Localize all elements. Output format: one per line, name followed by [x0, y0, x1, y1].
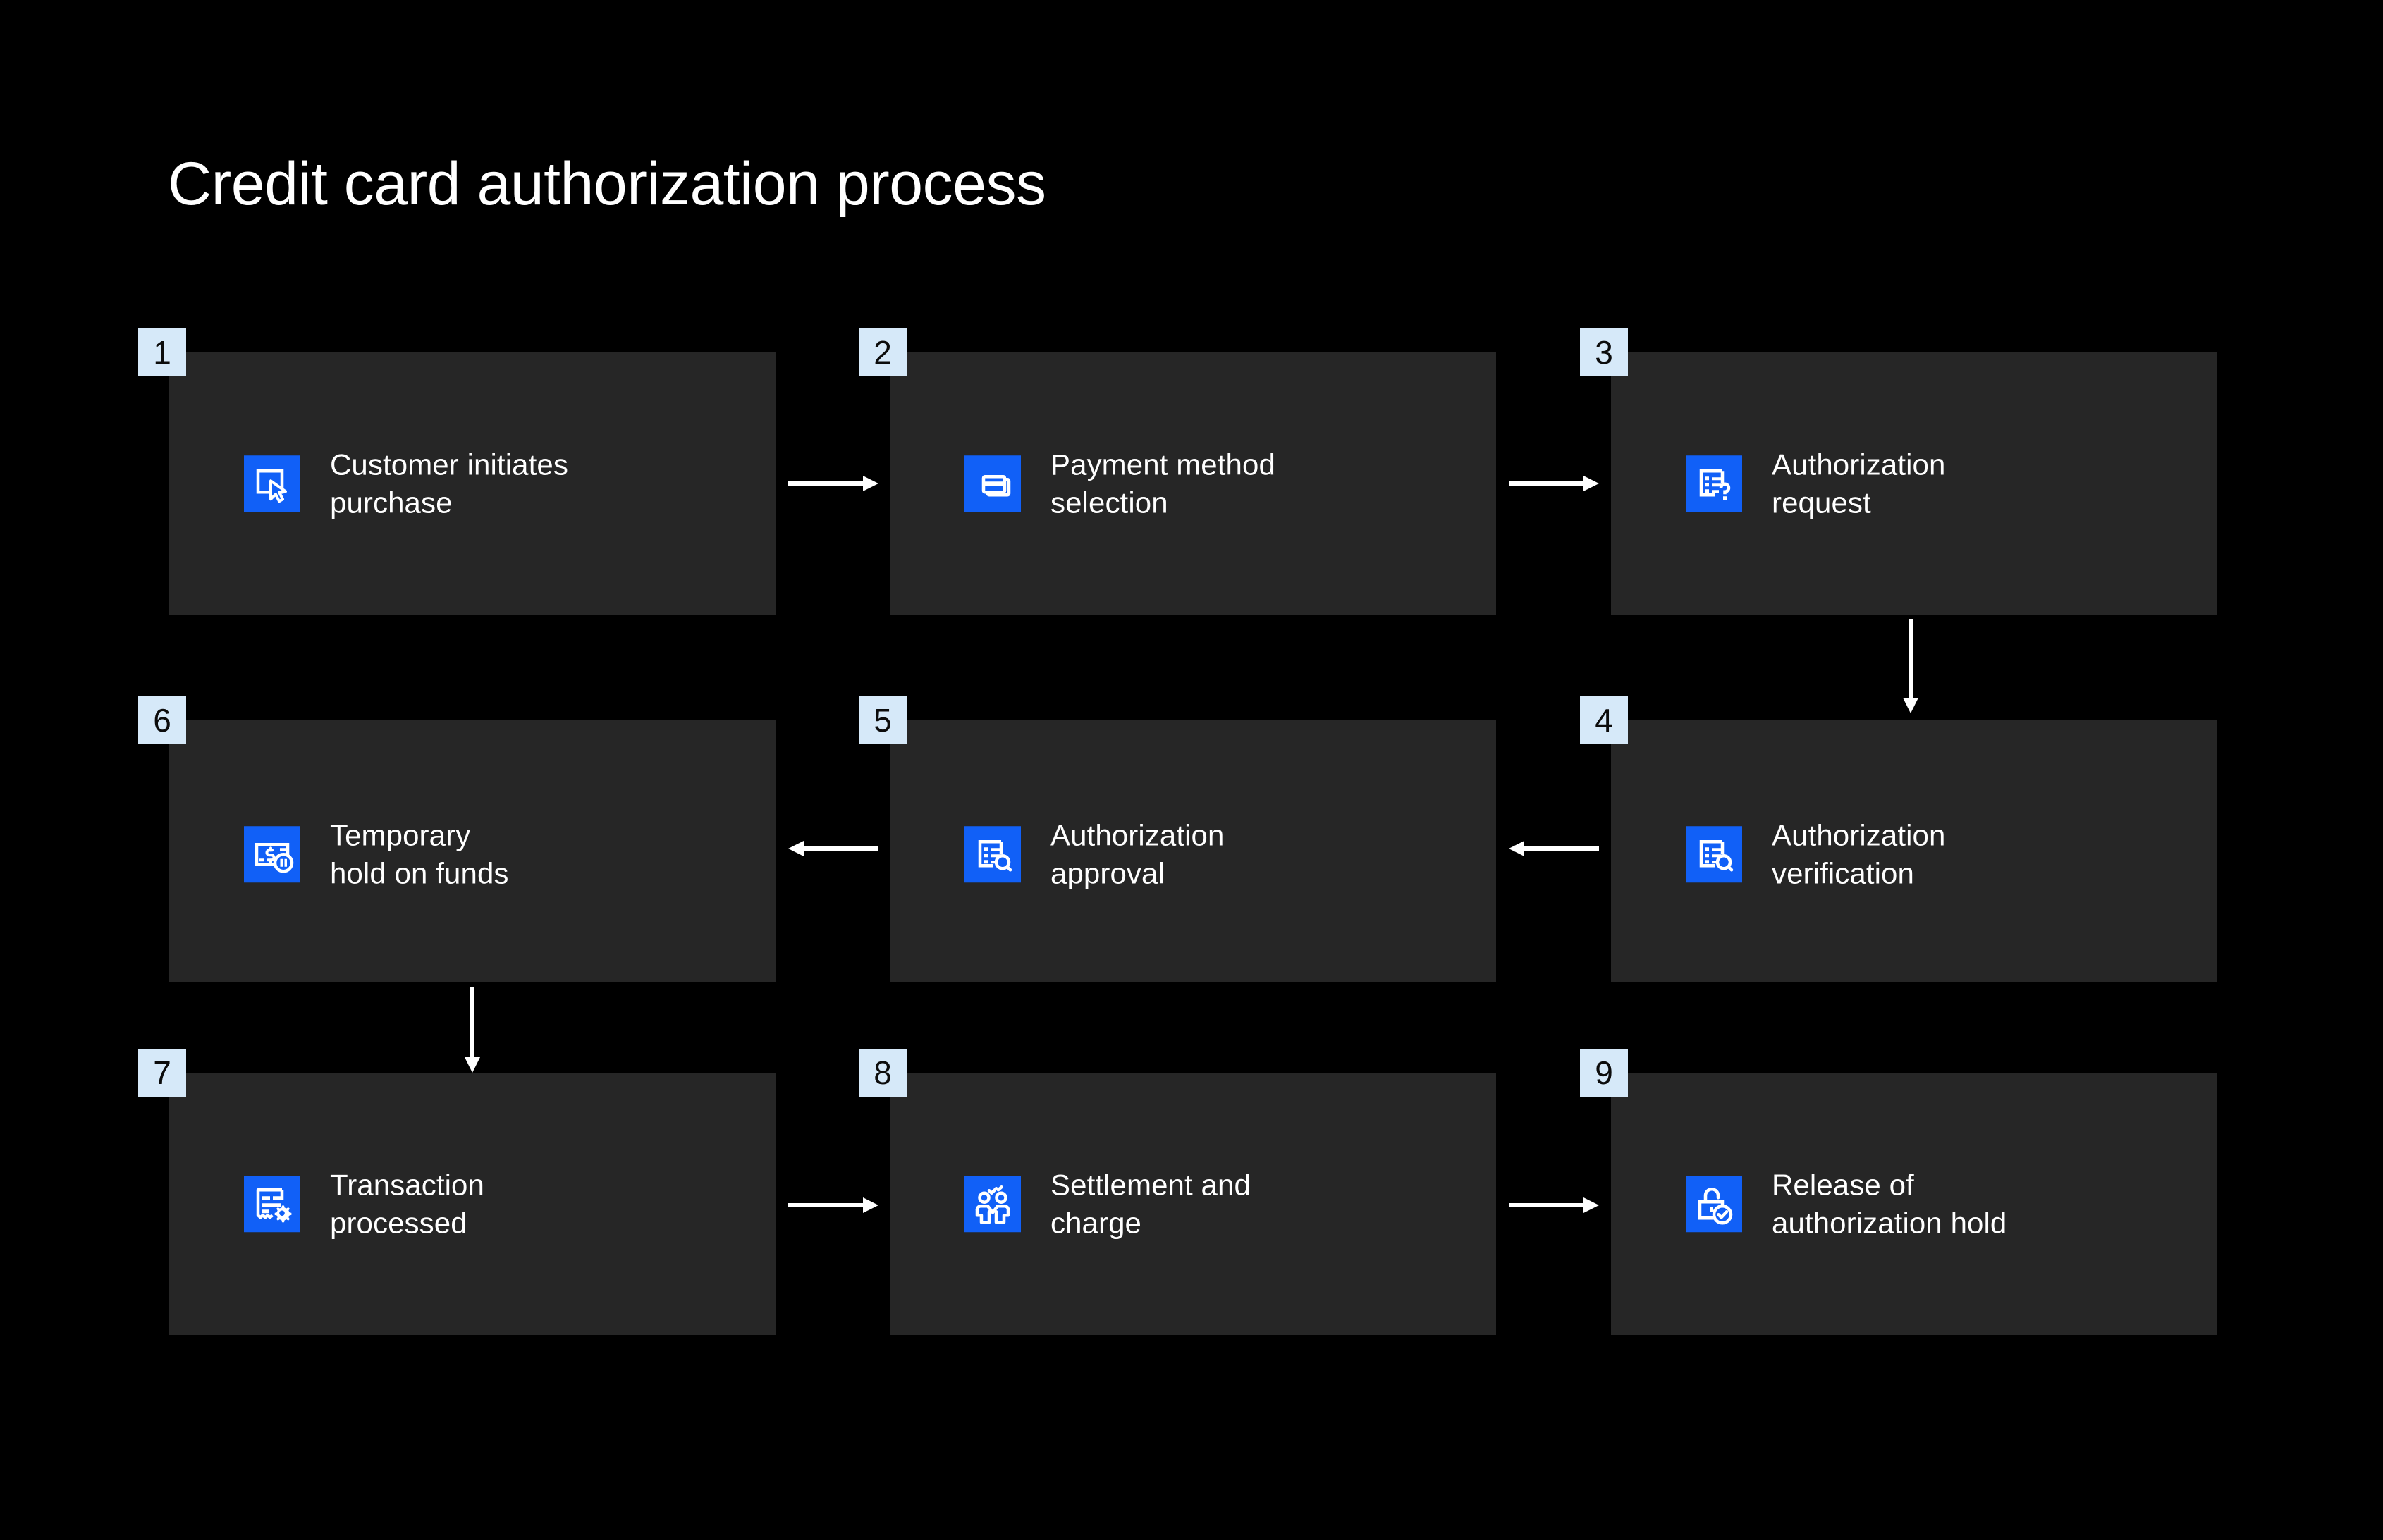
connector-arrow-5-to-6	[788, 836, 878, 861]
step-badge-9: 9	[1580, 1049, 1628, 1097]
step-card-9[interactable]: Release of authorization hold	[1611, 1073, 2217, 1335]
stacked-credit-cards-icon	[964, 455, 1021, 512]
step-badge-6: 6	[138, 696, 186, 744]
step-card-8[interactable]: Settlement and charge	[890, 1073, 1496, 1335]
receipt-gear-icon	[244, 1176, 300, 1232]
cursor-click-icon	[244, 455, 300, 512]
step-card-4-label: Authorization verification	[1772, 818, 1946, 889]
step-card-5-label: Authorization approval	[1050, 818, 1225, 889]
step-card-9-label: Release of authorization hold	[1772, 1168, 2007, 1239]
connector-arrow-3-to-4	[1898, 619, 1923, 713]
document-question-icon	[1686, 455, 1742, 512]
step-badge-7: 7	[138, 1049, 186, 1097]
step-badge-4: 4	[1580, 696, 1628, 744]
step-badge-1: 1	[138, 328, 186, 376]
handshake-people-check-icon	[964, 1176, 1021, 1232]
connector-arrow-8-to-9	[1509, 1193, 1599, 1218]
connector-arrow-1-to-2	[788, 471, 878, 496]
connector-arrow-7-to-8	[788, 1193, 878, 1218]
document-search-icon	[964, 826, 1021, 882]
step-card-3-label: Authorization request	[1772, 448, 1946, 519]
step-card-2[interactable]: Payment method selection	[890, 352, 1496, 615]
step-card-7-label: Transaction processed	[330, 1168, 484, 1239]
step-card-8-label: Settlement and charge	[1050, 1168, 1251, 1239]
step-card-6[interactable]: Temporary hold on funds	[169, 720, 776, 982]
document-search-icon	[1686, 826, 1742, 882]
banknote-pause-icon	[244, 826, 300, 882]
step-badge-2: 2	[859, 328, 907, 376]
unlocked-padlock-check-icon	[1686, 1176, 1742, 1232]
step-card-7[interactable]: Transaction processed	[169, 1073, 776, 1335]
step-card-1[interactable]: Customer initiates purchase	[169, 352, 776, 615]
step-card-5[interactable]: Authorization approval	[890, 720, 1496, 982]
step-badge-5: 5	[859, 696, 907, 744]
connector-arrow-4-to-5	[1509, 836, 1599, 861]
page-title: Credit card authorization process	[168, 150, 1046, 218]
connector-arrow-6-to-7	[460, 987, 485, 1073]
step-badge-3: 3	[1580, 328, 1628, 376]
connector-arrow-2-to-3	[1509, 471, 1599, 496]
step-card-1-label: Customer initiates purchase	[330, 448, 568, 519]
step-card-6-label: Temporary hold on funds	[330, 818, 509, 889]
step-card-4[interactable]: Authorization verification	[1611, 720, 2217, 982]
step-card-2-label: Payment method selection	[1050, 448, 1275, 519]
step-card-3[interactable]: Authorization request	[1611, 352, 2217, 615]
step-badge-8: 8	[859, 1049, 907, 1097]
